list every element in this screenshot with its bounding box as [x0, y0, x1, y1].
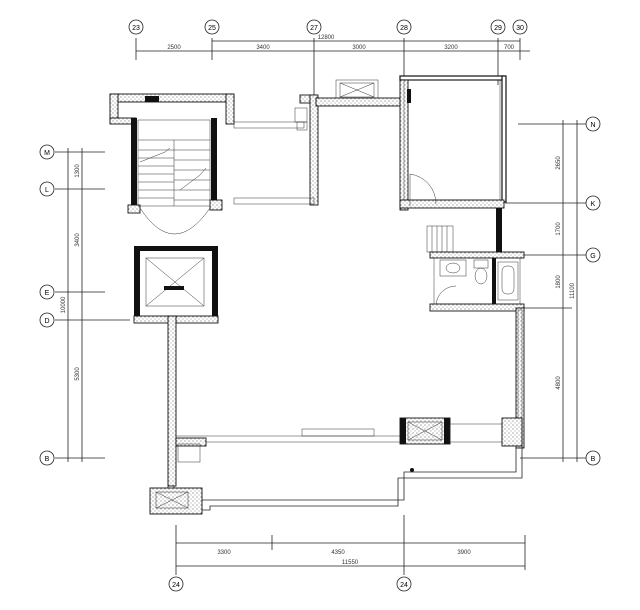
grid-right-B: B: [591, 456, 596, 463]
left-dimension-axis: 1300 3400 5300 10000 M L E D B: [39, 144, 130, 466]
bathroom: [429, 208, 525, 312]
grid-bottom-24b: 24: [400, 582, 408, 589]
grid-bottom-24a: 24: [172, 582, 180, 589]
top-dimension-axis: 2500 3400 3000 3200 700 12800 23 25 27 2…: [128, 19, 530, 95]
dim-right-1: 2650: [556, 156, 562, 170]
steps: [426, 225, 454, 253]
dim-top-2: 3400: [256, 45, 270, 51]
grid-left-E: E: [45, 290, 50, 297]
grid-top-30: 30: [516, 25, 524, 32]
lower-wall-band: [175, 417, 523, 472]
dim-right-3: 1800: [556, 275, 562, 289]
dim-right-2: 1700: [556, 222, 562, 236]
dim-top-total: 12800: [318, 35, 335, 41]
upper-right-room: [399, 75, 507, 211]
dim-left-total: 10000: [61, 296, 67, 313]
dim-bottom-3: 3900: [457, 550, 471, 556]
dim-right-total: 11100: [570, 282, 576, 298]
grid-right-G: G: [590, 253, 595, 260]
right-dimension-axis: 2650 1700 1800 4800 11100 N K G B: [505, 116, 601, 466]
dim-left-1: 1300: [75, 164, 81, 178]
grid-right-K: K: [591, 201, 596, 208]
grid-left-L: L: [45, 187, 49, 194]
dim-left-3: 5300: [75, 367, 81, 381]
elevator-shaft: [133, 246, 219, 324]
grid-left-B: B: [45, 456, 50, 463]
dim-top-3: 3000: [352, 45, 366, 51]
dim-right-4: 4800: [556, 376, 562, 390]
balcony-outline: [149, 446, 523, 515]
dim-bottom-total: 11550: [342, 560, 359, 566]
bottom-dimension-axis: 3300 4350 3900 11550 24 24: [168, 515, 526, 592]
grid-top-29: 29: [494, 25, 502, 32]
dim-left-2: 3400: [75, 233, 81, 247]
building-outline: [109, 75, 525, 515]
dim-bottom-2: 4350: [331, 550, 345, 556]
grid-top-27: 27: [310, 25, 318, 32]
grid-top-23: 23: [132, 25, 140, 32]
grid-top-28: 28: [400, 25, 408, 32]
grid-right-N: N: [590, 122, 595, 129]
dim-bottom-1: 3300: [217, 550, 231, 556]
grid-left-M: M: [44, 150, 50, 157]
grid-top-25: 25: [208, 25, 216, 32]
grid-left-D: D: [44, 318, 49, 325]
staircase: [137, 119, 211, 235]
dim-top-4: 3200: [444, 45, 458, 51]
dim-top-1: 2500: [167, 45, 181, 51]
dim-top-5: 700: [504, 45, 515, 51]
